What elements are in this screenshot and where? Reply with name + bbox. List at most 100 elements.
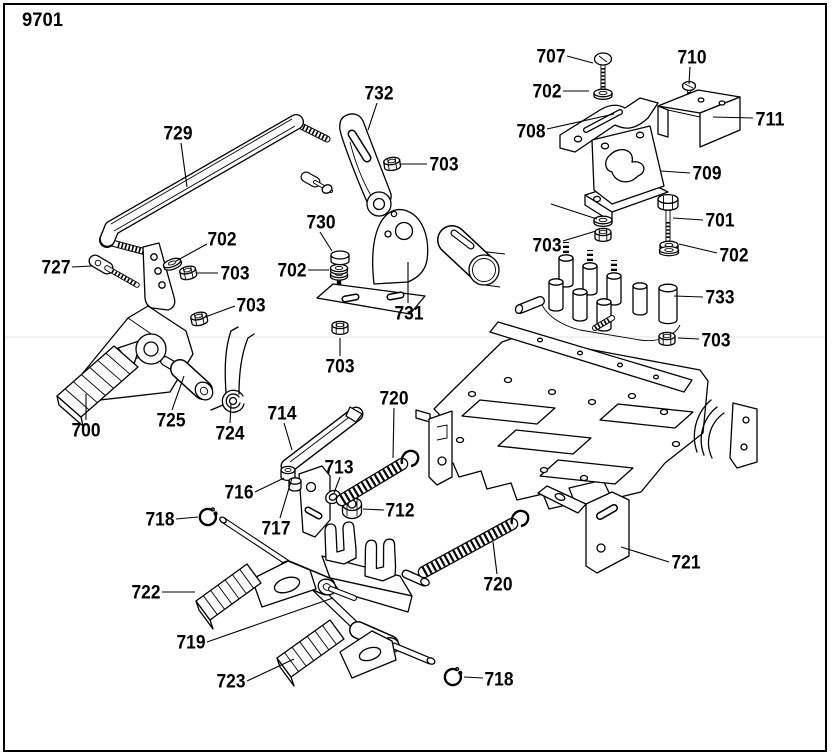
plate-708 xyxy=(559,97,659,153)
part-label-719: 719 xyxy=(177,633,206,654)
leader-line-720 xyxy=(392,407,395,459)
part-label-700: 700 xyxy=(72,421,101,442)
parts-artwork xyxy=(56,52,758,689)
leader-line-711 xyxy=(712,116,754,119)
spring-720-lower xyxy=(417,509,530,579)
leader-line-729 xyxy=(180,142,188,188)
nut-703-731 xyxy=(331,320,349,336)
part-label-702: 702 xyxy=(720,246,749,267)
leader-line-733 xyxy=(673,295,704,298)
leader-line-718 xyxy=(463,676,484,679)
part-label-722: 722 xyxy=(132,583,161,604)
part-label-702: 702 xyxy=(533,82,562,103)
leader-line-718 xyxy=(175,516,199,520)
leader-line-714 xyxy=(283,422,293,451)
part-labels: 729 732 703 707 702 708 710 711 709 703 701 702 733 7… xyxy=(42,47,785,693)
part-label-710: 710 xyxy=(678,48,707,69)
part-label-731: 731 xyxy=(395,304,424,325)
leader-line-725 xyxy=(171,375,185,411)
part-label-730: 730 xyxy=(307,213,336,234)
valve-block-733 xyxy=(514,242,681,342)
part-label-707: 707 xyxy=(537,47,566,68)
part-label-716: 716 xyxy=(225,483,254,504)
part-label-720: 720 xyxy=(484,575,513,596)
bracket-732 xyxy=(300,113,392,217)
leader-line-702 xyxy=(175,243,208,262)
bracket-709 xyxy=(584,125,669,223)
master-cylinder-silhouette xyxy=(437,225,506,288)
part-label-708: 708 xyxy=(517,122,546,143)
part-label-703: 703 xyxy=(430,155,459,176)
part-label-732: 732 xyxy=(365,84,394,105)
leader-line-709 xyxy=(660,170,691,174)
part-label-727: 727 xyxy=(42,258,71,279)
part-label-714: 714 xyxy=(268,404,297,425)
part-label-718: 718 xyxy=(485,670,514,691)
pin-717 xyxy=(288,477,302,492)
leader-line-712 xyxy=(362,508,385,511)
spring-720-upper xyxy=(335,449,420,507)
part-label-729: 729 xyxy=(164,124,193,145)
bracket-731 xyxy=(316,208,429,315)
leader-line-719 xyxy=(206,597,334,643)
cover-711 xyxy=(657,89,741,148)
leader-line-732 xyxy=(367,102,378,131)
part-label-720: 720 xyxy=(380,389,409,410)
leader-line-716 xyxy=(254,477,285,493)
leader-line-702 xyxy=(678,243,718,254)
screw-707 xyxy=(593,52,613,93)
part-label-703: 703 xyxy=(326,357,355,378)
collar-716 xyxy=(280,465,296,482)
part-label-703: 703 xyxy=(237,296,266,317)
leader-line-703 xyxy=(550,203,598,220)
leader-line-703 xyxy=(204,305,236,318)
part-label-733: 733 xyxy=(706,288,735,309)
nut-703-732 xyxy=(382,155,402,173)
leader-line-708 xyxy=(546,113,615,130)
leader-line-721 xyxy=(620,546,670,563)
part-label-713: 713 xyxy=(325,458,354,479)
leader-line-701 xyxy=(672,217,704,221)
leader-line-723 xyxy=(246,658,295,682)
leader-lines xyxy=(71,55,754,682)
part-label-717: 717 xyxy=(262,519,291,540)
washer-703-709 xyxy=(593,215,613,228)
arm-714 xyxy=(280,406,364,474)
lever-729 xyxy=(99,114,331,256)
leader-line-707 xyxy=(566,55,594,64)
leader-line-720 xyxy=(492,541,498,575)
part-label-703: 703 xyxy=(221,264,250,285)
leader-line-724 xyxy=(229,402,232,424)
leader-line-703 xyxy=(677,337,700,340)
part-label-724: 724 xyxy=(216,424,245,445)
spring-724 xyxy=(210,326,255,413)
part-label-718: 718 xyxy=(146,510,175,531)
part-label-721: 721 xyxy=(672,553,701,574)
nut-703-709 xyxy=(594,227,612,243)
part-label-709: 709 xyxy=(693,164,722,185)
part-label-712: 712 xyxy=(386,501,415,522)
leader-line-713 xyxy=(333,476,341,494)
leader-line-727 xyxy=(71,265,93,268)
page-code: 9701 xyxy=(22,10,63,31)
bolt-727 xyxy=(88,254,140,288)
leader-line-717 xyxy=(279,477,293,519)
part-label-703: 703 xyxy=(702,331,731,352)
bolt-701 xyxy=(657,193,680,257)
part-label-701: 701 xyxy=(706,211,735,232)
part-label-702: 702 xyxy=(278,261,307,282)
pedal-722 xyxy=(195,521,430,637)
part-label-703: 703 xyxy=(533,236,562,257)
part-label-725: 725 xyxy=(157,411,186,432)
pivot-bracket xyxy=(298,465,331,538)
leader-line-730 xyxy=(319,231,333,252)
leader-line-703 xyxy=(562,230,597,242)
nut-703-733 xyxy=(658,331,676,347)
part-label-723: 723 xyxy=(217,672,246,693)
leader-line-710 xyxy=(688,66,691,85)
bushing-725 xyxy=(170,359,214,401)
valve-cylinders xyxy=(548,254,678,332)
part-label-711: 711 xyxy=(756,110,785,131)
